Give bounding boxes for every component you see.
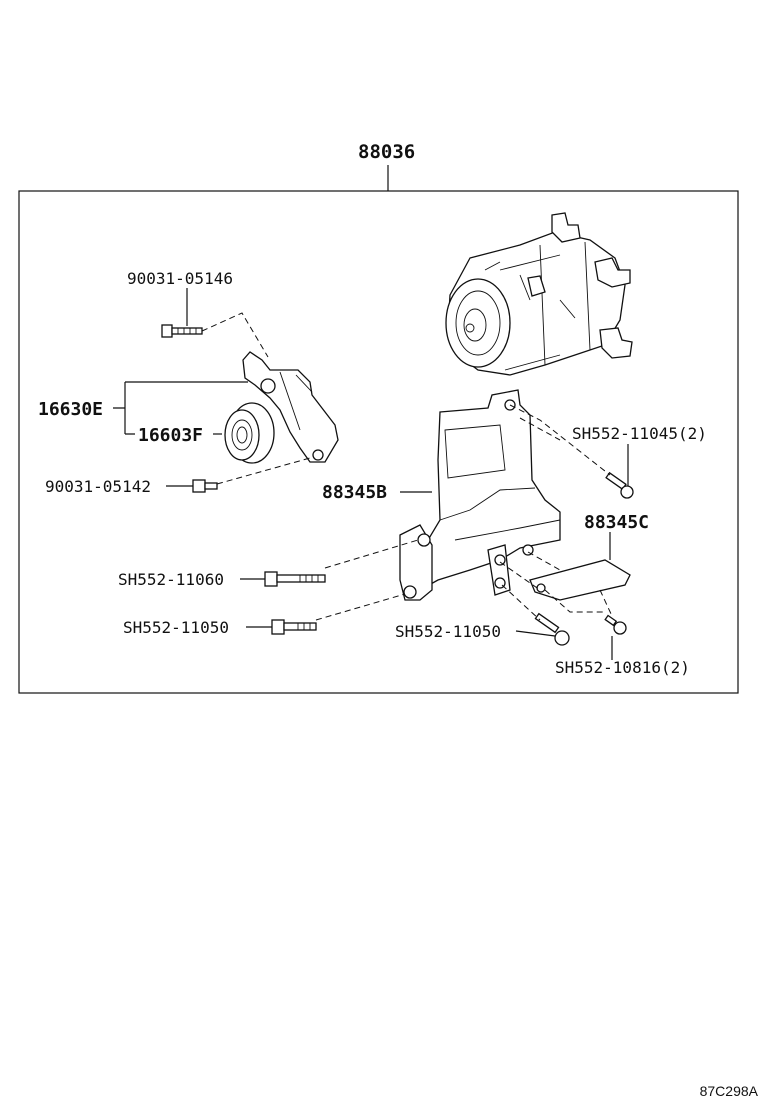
tensioner-bracket-leader: [113, 381, 248, 435]
nut-label: SH552-10816(2): [555, 658, 690, 677]
assembly-frame: [18, 190, 739, 694]
bolt-sh552-11045: [605, 471, 634, 499]
bolt-long-label: SH552-11060: [118, 570, 224, 589]
bolt-right-label: SH552-11045(2): [572, 424, 707, 443]
bolt-bottom-leader: [515, 630, 556, 637]
bracket-b-label: 88345B: [322, 482, 387, 503]
ac-compressor: [445, 212, 633, 376]
bolt-top-label: 90031-05146: [127, 269, 233, 288]
tensioner-label: 16630E: [38, 399, 103, 420]
bolt-lower-label: 90031-05142: [45, 477, 151, 496]
tensioner-bracket: [242, 351, 339, 463]
bracket-88345c: [529, 559, 631, 601]
bracket-c-label: 88345C: [584, 512, 649, 533]
figure-ref: 87C298A: [700, 1083, 759, 1099]
bolt-90031-05142: [192, 479, 218, 493]
bolt-sh552-11050-mid: [271, 619, 317, 635]
nut-sh552-10816: [604, 614, 627, 635]
assembly-number: 88036: [358, 141, 415, 163]
bolt-sh552-11050-bottom: [534, 612, 570, 646]
idler-pulley: [224, 402, 275, 464]
bolt-90031-05146: [161, 324, 203, 338]
bolt-mid-label: SH552-11050: [123, 618, 229, 637]
bolt-bottom-label: SH552-11050: [395, 622, 501, 641]
pulley-label: 16603F: [138, 425, 203, 446]
bracket-88345b: [399, 389, 561, 601]
bolt-sh552-11060: [264, 571, 326, 587]
